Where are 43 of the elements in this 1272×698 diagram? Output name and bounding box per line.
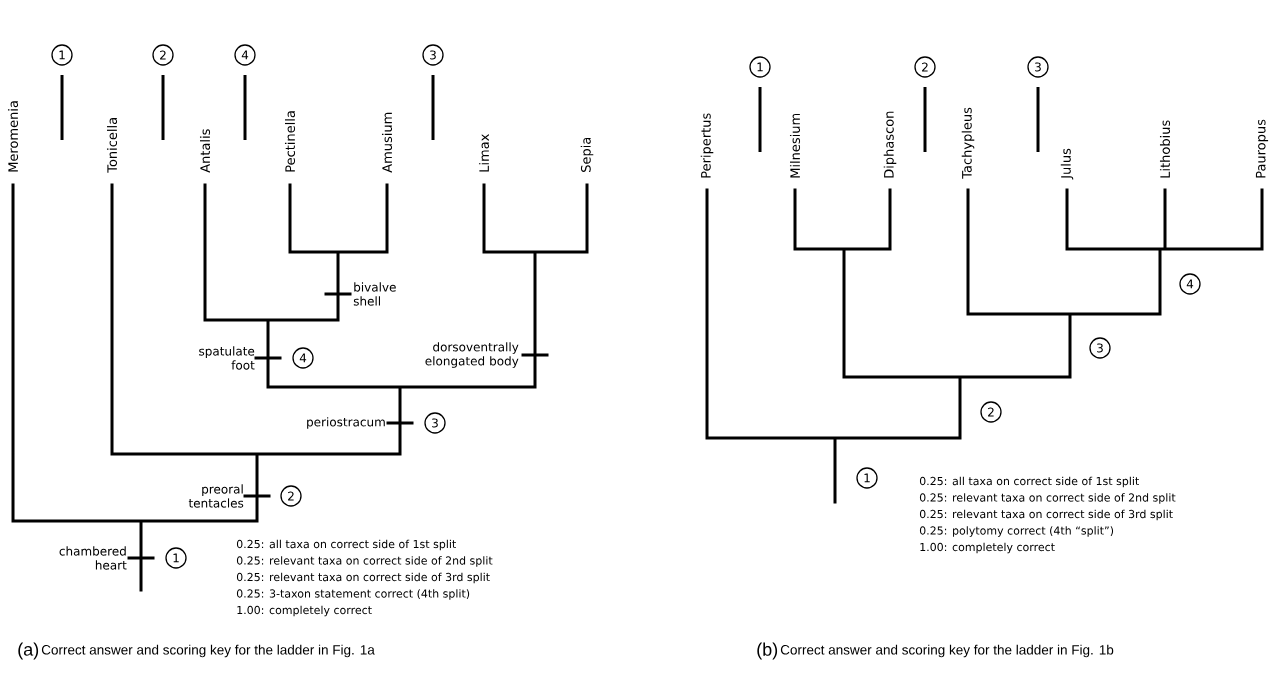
taxon-label: Tonicella — [107, 118, 118, 173]
caption: Correct answer and scoring key for the ladder in Fig. 1b — [780, 644, 1114, 658]
scoring-line: 0.25: 3-taxon statement correct (4th split) — [236, 589, 470, 600]
circled-number: 3 — [424, 412, 446, 434]
taxon-label: Amusium — [382, 112, 393, 173]
circled-number: 3 — [422, 44, 444, 66]
taxon-label: Milnesium — [789, 113, 801, 178]
circled-number: 1 — [51, 44, 73, 66]
scoring-line: 0.25: relevant taxa on correct side of 2nd split — [236, 556, 493, 567]
scoring-line: 0.25: relevant taxa on correct side of 3rd split — [919, 509, 1173, 521]
circled-number: 1 — [749, 56, 771, 78]
taxon-label: Pectinella — [285, 111, 296, 172]
scoring-line: 0.25: all taxa on correct side of 1st split — [919, 476, 1139, 488]
panel-letter: (a) — [18, 642, 39, 660]
character-label: bivalve shell — [353, 282, 396, 306]
character-label: periostracum — [307, 417, 385, 429]
circled-number: 2 — [980, 401, 1002, 423]
taxon-label: Lithobius — [1159, 120, 1171, 178]
taxon-label: Antalis — [200, 129, 211, 173]
circled-number: 1 — [856, 467, 878, 489]
taxon-label: Limax — [478, 134, 490, 172]
circled-number: 2 — [280, 485, 302, 507]
scoring-line: 0.25: relevant taxa on correct side of 2nd split — [919, 493, 1176, 504]
character-label: preoral tentacles — [188, 484, 244, 508]
scoring-line: 1.00: completely correct — [237, 605, 372, 617]
circled-number: 1 — [165, 547, 187, 569]
scoring-line: 0.25: relevant taxa on correct side of 3rd split — [236, 572, 490, 584]
circled-number: 3 — [1089, 337, 1111, 359]
caption: Correct answer and scoring key for the ladder in Fig. 1a — [41, 644, 375, 658]
taxon-label: Pauropus — [1255, 119, 1269, 178]
circled-number: 3 — [1027, 56, 1049, 78]
circled-number: 2 — [914, 56, 936, 78]
circled-number: 4 — [234, 44, 256, 66]
taxon-label: Sepia — [580, 137, 594, 172]
taxon-label: Julus — [1060, 148, 1074, 180]
circled-number: 2 — [152, 44, 174, 66]
scoring-line: 1.00: completely correct — [920, 542, 1055, 554]
scoring-line: 0.25: all taxa on correct side of 1st split — [236, 539, 456, 551]
circled-number: 4 — [1179, 273, 1201, 295]
scoring-line: 0.25: polytomy correct (4th “split”) — [919, 526, 1114, 537]
panel-letter: (b) — [757, 642, 778, 660]
circled-number: 4 — [292, 347, 314, 369]
taxon-label: Tachypleus — [961, 107, 975, 179]
